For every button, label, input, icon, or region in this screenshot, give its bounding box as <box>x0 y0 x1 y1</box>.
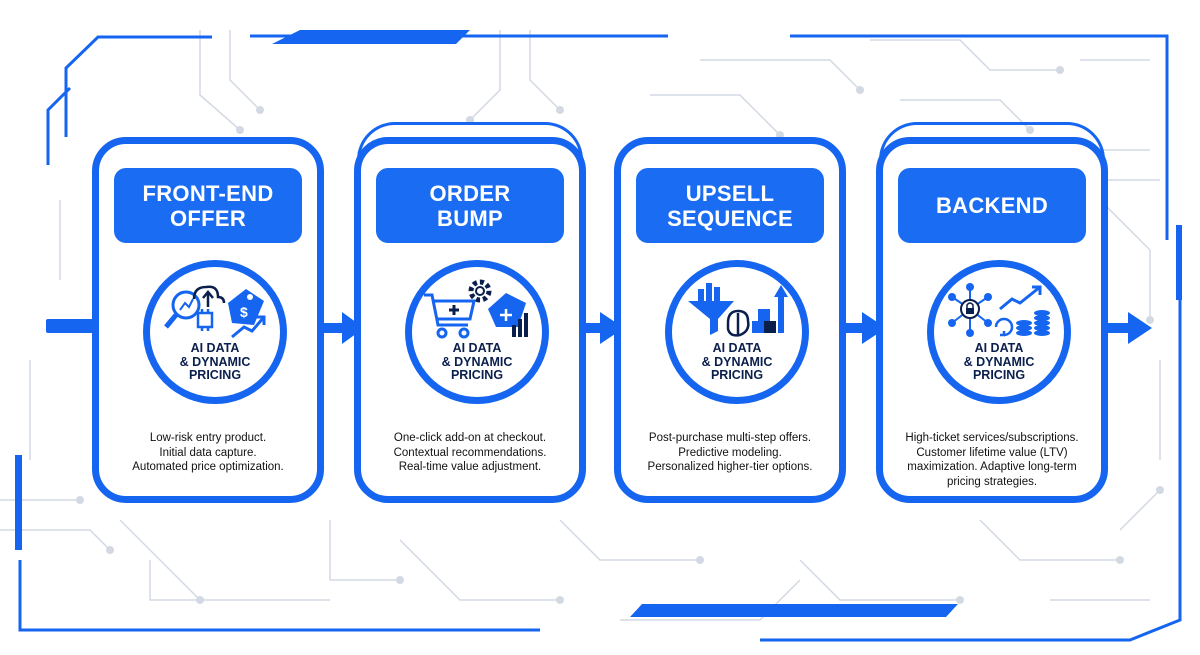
refresh-icon <box>994 317 1014 337</box>
svg-text:$: $ <box>240 304 248 320</box>
brain-icon <box>726 309 750 337</box>
stage-title: BACKEND <box>898 168 1086 243</box>
stage-icons <box>424 279 528 339</box>
bar-chart-icon <box>512 313 528 337</box>
gear-icon <box>468 279 492 303</box>
coin-stack-icon <box>1016 310 1050 336</box>
stage-icons <box>688 283 788 337</box>
stage-description: High-ticket services/subscriptions.Custo… <box>905 432 1079 488</box>
trend-up-icon <box>231 315 266 339</box>
ai-chip-icon <box>196 309 214 331</box>
boxes-icon <box>752 309 776 333</box>
bar-chart-icon <box>698 283 720 301</box>
search-analytics-icon <box>164 290 201 329</box>
stage-description: Post-purchase multi-step offers.Predicti… <box>647 432 813 473</box>
arrow-up-icon <box>774 285 788 333</box>
price-tag-icon <box>488 293 526 327</box>
trend-up-icon <box>999 285 1042 311</box>
funnel-icon <box>688 301 734 335</box>
price-tag-icon: $ <box>228 289 264 325</box>
stage-icons: $ <box>164 285 266 339</box>
stage-description: Low-risk entry product.Initial data capt… <box>132 432 284 473</box>
network-lock-icon <box>948 283 992 337</box>
stage-description: One-click add-on at checkout.Contextual … <box>393 432 547 473</box>
cloud-upload-icon <box>192 285 226 307</box>
stage-icons <box>948 283 1050 337</box>
stage-card-backend: BACKEND <box>876 122 1108 503</box>
shopping-cart-icon <box>424 293 476 339</box>
